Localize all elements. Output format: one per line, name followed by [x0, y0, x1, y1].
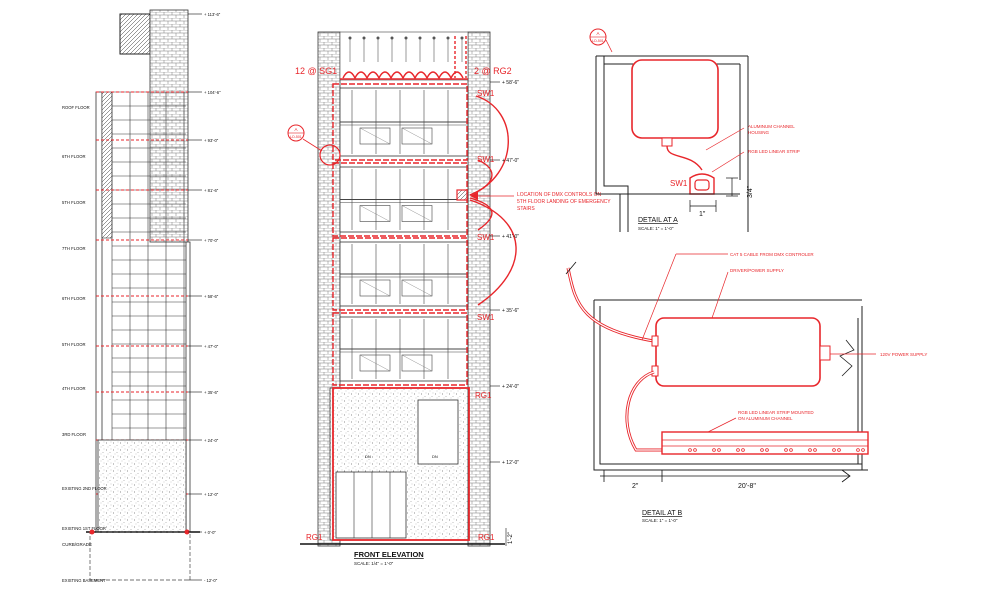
floor-label: 4TH FLOOR — [62, 386, 86, 391]
level-mark: + 58'-6" — [204, 294, 219, 299]
label-120v: 120V POWER SUPPLY — [880, 352, 927, 357]
level-mark: + 47'-0" — [204, 344, 219, 349]
floor-label: EXISTING 2ND FLOOR — [62, 486, 107, 491]
label-driver: DRIVER/POWER SUPPLY — [730, 268, 784, 273]
level-mark: + 24'-0" — [502, 384, 519, 390]
dmx-callout: LOCATION OF DMX CONTROLS ON 5TH FLOOR LA… — [517, 192, 612, 212]
tag-sw1: SW1 — [477, 313, 495, 322]
floor-label: ROOF FLOOR — [62, 105, 90, 110]
level-mark: + 35'-6" — [204, 390, 219, 395]
tag-rg1: RG1 — [306, 533, 323, 542]
svg-text:A: A — [294, 127, 297, 132]
dim-2in: 2" — [632, 483, 639, 490]
svg-text:A: A — [596, 31, 599, 36]
floor-label: EXISTING BASEMENT — [62, 578, 106, 583]
label-cat5: CAT 5 CABLE FROM DMX CONTROLER — [730, 252, 814, 257]
detail-a-bubble[interactable]: A LD-501 — [589, 28, 607, 46]
label-strip-mounted: RGB LED LINEAR STRIP MOUNTED ON ALUMINUM… — [738, 410, 815, 421]
level-mark: + 12'-0" — [204, 492, 219, 497]
level-mark: + 47'-0" — [502, 158, 519, 164]
ground-label: CURB/GRADE — [62, 542, 92, 547]
bottom-dim: 1'-2" — [508, 532, 514, 544]
detail-bubble-a[interactable]: A LD-501 — [287, 124, 323, 152]
door-label: DN — [365, 454, 371, 459]
level-mark: + 58'-6" — [502, 80, 519, 86]
label-rgb-strip: RGB LED LINEAR STRIP — [748, 149, 800, 154]
level-mark: + 12'-0" — [502, 460, 519, 466]
level-mark: + 41'-0" — [502, 234, 519, 240]
detail-a: A LD-501 ALUMINUM CHANNEL HOUSING RGB LE… — [589, 28, 800, 232]
svg-text:LD-501: LD-501 — [592, 39, 604, 43]
tag-sw1: SW1 — [477, 155, 495, 164]
floor-label: 5TH FLOOR — [62, 342, 86, 347]
floor-label: 7TH FLOOR — [62, 246, 86, 251]
dim-20ft: 20'-8" — [738, 483, 756, 490]
tag-sg1: 12 @ SG1 — [295, 66, 337, 76]
detail-b: CAT 5 CABLE FROM DMX CONTROLER DRIVER/PO… — [565, 252, 927, 523]
floor-label: 6TH FLOOR — [62, 154, 86, 159]
front-elevation-title: FRONT ELEVATION — [354, 550, 424, 559]
floor-label: 3RD FLOOR — [62, 432, 86, 437]
front-elevation: DN DN 12 @ SG1 2 @ RG2 SW1 SW1 SW1 SW1 R… — [287, 31, 612, 566]
side-elevation: ROOF FLOOR 6TH FLOOR 5TH FLOOR 7TH FLOOR 6TH… — [62, 9, 221, 583]
door-label: DN — [432, 454, 438, 459]
level-mark: - 12'-0" — [204, 578, 218, 583]
level-mark: + 0'-0" — [204, 530, 216, 535]
floor-label: 5TH FLOOR — [62, 200, 86, 205]
level-mark: + 104'-6" — [204, 90, 221, 95]
tag-rg1: RG1 — [475, 391, 492, 400]
detail-b-title: DETAIL AT B — [642, 510, 683, 517]
level-mark: + 70'-0" — [204, 238, 219, 243]
svg-text:LD-501: LD-501 — [290, 135, 302, 139]
floor-label: EXISTING 1ST FLOOR — [62, 526, 106, 531]
detail-a-scale: SCALE: 1" = 1'-0" — [638, 226, 674, 231]
tag-rg1: RG1 — [478, 533, 495, 542]
dim-width: 1" — [699, 211, 706, 218]
detail-a-title: DETAIL AT A — [638, 217, 678, 224]
front-elevation-scale: SCALE: 1/4" = 1'-0" — [354, 561, 394, 566]
level-mark: + 113'-6" — [204, 12, 221, 17]
tag-rg2: 2 @ RG2 — [474, 66, 512, 76]
detail-b-scale: SCALE: 1" = 1'-0" — [642, 518, 678, 523]
label-aluminum-housing: ALUMINUM CHANNEL HOUSING — [748, 124, 796, 135]
tag-sw1: SW1 — [477, 233, 495, 242]
dim-height: 3/4" — [747, 185, 754, 198]
level-mark: + 24'-0" — [204, 438, 219, 443]
tag-sw1: SW1 — [670, 179, 688, 188]
tag-sw1: SW1 — [477, 89, 495, 98]
floor-label: 6TH FLOOR — [62, 296, 86, 301]
level-mark: + 35'-6" — [502, 308, 519, 314]
level-mark: + 81'-6" — [204, 188, 219, 193]
level-mark: + 93'-0" — [204, 138, 219, 143]
